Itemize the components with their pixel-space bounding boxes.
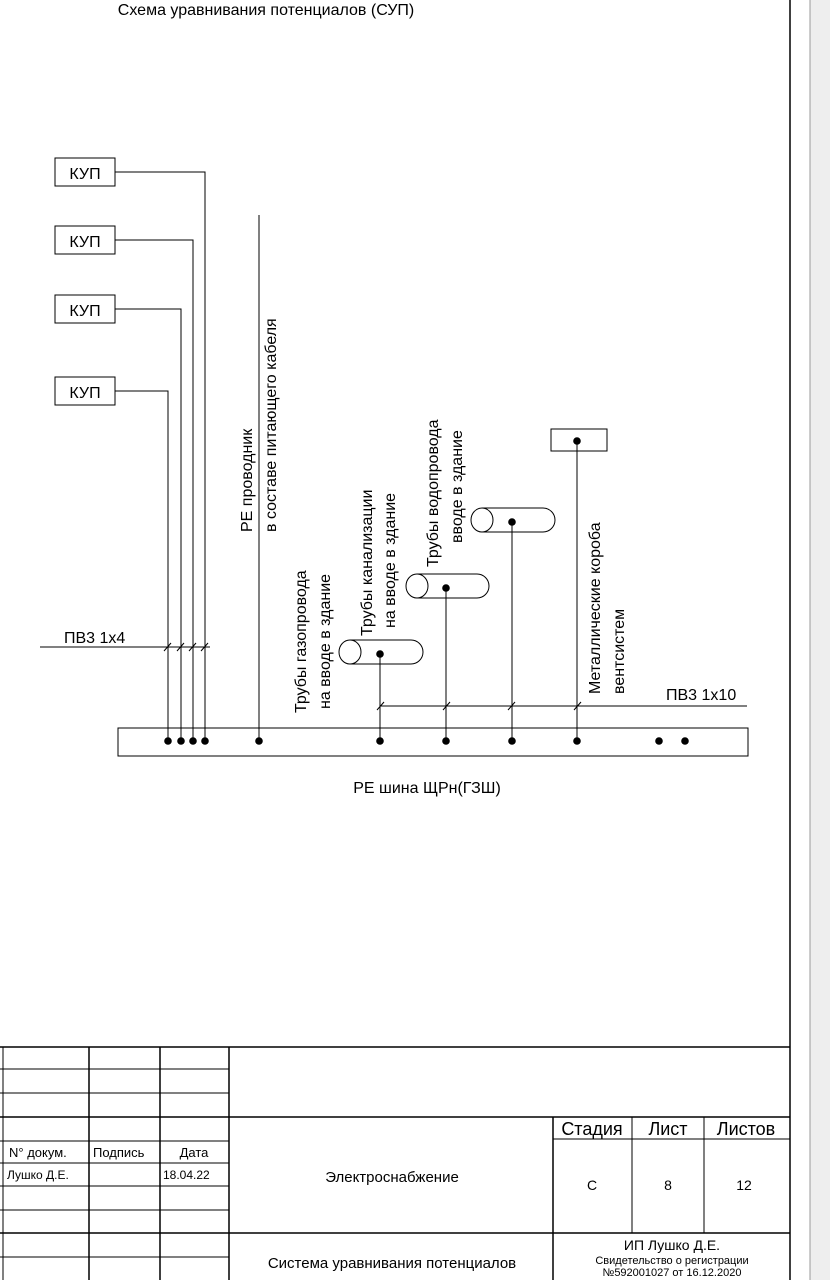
busbar-dot <box>442 737 450 745</box>
equipment-dot <box>508 518 516 526</box>
sheet-header: Лист <box>648 1119 687 1139</box>
kup-label: КУП <box>69 166 100 183</box>
sewer-pipe <box>338 639 424 665</box>
gas-pipes-label-line1: Трубы газопровода <box>293 570 310 713</box>
vent-ducts-label-line2: вентсистем <box>611 609 628 694</box>
author-date: 18.04.22 <box>163 1168 210 1182</box>
wire-right-label: ПВ3 1х10 <box>666 687 736 704</box>
busbar-dot <box>189 737 197 745</box>
date-header: Дата <box>180 1145 210 1160</box>
org-registration: Свидетельство о регистрации <box>595 1255 748 1267</box>
sheet-value: 8 <box>664 1177 672 1193</box>
pe-busbar <box>117 727 749 757</box>
sheets-value: 12 <box>736 1177 752 1193</box>
connection-dots <box>164 437 689 745</box>
kup-label: КУП <box>69 234 100 251</box>
equipment-dot <box>376 650 384 658</box>
busbar-dot <box>655 737 663 745</box>
busbar-dot <box>255 737 263 745</box>
equipment-dot <box>573 437 581 445</box>
water-pipe-upper <box>470 507 556 533</box>
water-pipes-label-line1: Трубы водопровода <box>425 419 442 567</box>
sign-header: Подпись <box>93 1145 145 1160</box>
busbar-dot <box>177 737 185 745</box>
pe-conductor-label-line1: РЕ проводник <box>239 428 256 532</box>
vent-ducts-label-line1: Металлические короба <box>587 522 604 694</box>
vent-duct-box <box>550 428 608 452</box>
busbar-dot <box>681 737 689 745</box>
kup-wire-3 <box>115 308 182 741</box>
water-pipes-label-line2: вводе в здание <box>449 430 466 543</box>
equipment-dot <box>442 584 450 592</box>
kup-wire-4 <box>115 390 169 741</box>
sewer-pipes-label-line1: Трубы канализации <box>359 490 376 636</box>
wire-left-label: ПВ3 1х4 <box>64 630 125 647</box>
sheet-title: Система уравнивания потенциалов <box>268 1255 516 1272</box>
org-name: ИП Лушко Д.Е. <box>624 1237 720 1253</box>
stage-header: Стадия <box>561 1119 622 1139</box>
kup-wire-1 <box>115 171 206 741</box>
page-edge-strip <box>810 0 830 1280</box>
sewer-pipes-label-line2: на вводе в здание <box>382 493 399 628</box>
busbar-dot <box>508 737 516 745</box>
water-pipe-lower <box>405 573 490 599</box>
busbar-label: РЕ шина ЩРн(ГЗШ) <box>353 780 501 797</box>
author-name: Лушко Д.Е. <box>7 1168 69 1182</box>
busbar-dot <box>376 737 384 745</box>
kup-label: КУП <box>69 385 100 402</box>
gas-pipes-label-line2: на вводе в здание <box>317 574 334 709</box>
wire-right-ticks <box>376 701 582 711</box>
doc-no-header: N° докум. <box>9 1145 67 1160</box>
kup-label: КУП <box>69 303 100 320</box>
busbar-dot <box>201 737 209 745</box>
org-registration-no: №592001027 от 16.12.2020 <box>603 1267 742 1279</box>
kup-wire-2 <box>115 239 194 741</box>
busbar-dot <box>164 737 172 745</box>
wire-left-ticks <box>163 642 209 652</box>
stage-value: С <box>587 1177 597 1193</box>
pe-conductor-label-line2: в составе питающего кабеля <box>263 318 280 532</box>
diagram-title: Схема уравнивания потенциалов (СУП) <box>118 2 414 19</box>
busbar-dot <box>573 737 581 745</box>
project-name: Электроснабжение <box>325 1169 459 1186</box>
sheets-header: Листов <box>717 1119 775 1139</box>
title-block <box>0 1046 790 1280</box>
